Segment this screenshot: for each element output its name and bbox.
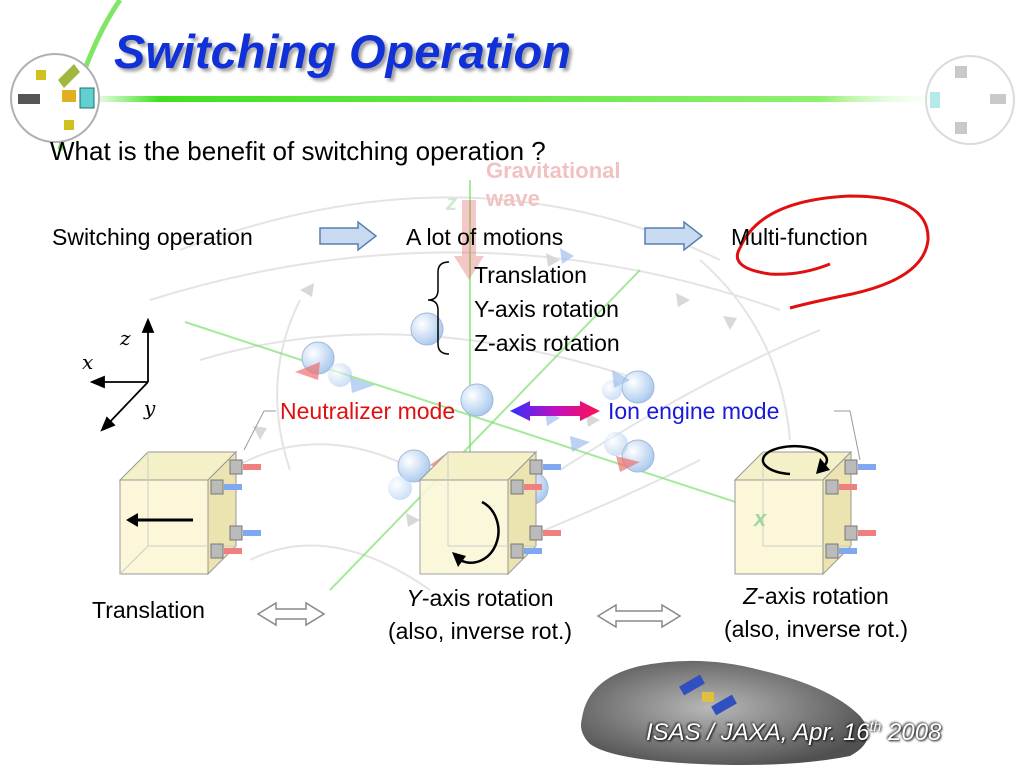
highlight-ring: [735, 194, 930, 310]
neutralizer-mode-label: Neutralizer mode: [280, 398, 456, 424]
double-arrow-magenta: [510, 401, 600, 421]
flow-step-multifunction: Multi-function: [731, 224, 868, 250]
footer-credit: ISAS / JAXA, Apr. 16th 2008: [646, 718, 941, 747]
cube-y-rotation: [418, 450, 561, 576]
gravity-label-2: wave: [486, 186, 540, 211]
field-arrowheads: [253, 253, 737, 527]
field-lines: [149, 196, 821, 591]
footer-prefix: ISAS / JAXA, Apr. 16: [646, 719, 870, 746]
rotation-arrow: [459, 500, 500, 564]
axis-triad: [89, 317, 155, 432]
motion-y-rotation: Y-axis rotation: [474, 296, 619, 322]
motion-z-rotation: Z-axis rotation: [474, 330, 620, 356]
question-text: What is the benefit of switching operati…: [50, 136, 546, 166]
axis-y-label: y: [144, 396, 156, 420]
thrusters: [210, 459, 243, 559]
caption-y-rotation: Y-axis rotation (also, inverse rot.): [356, 582, 604, 648]
axis-x-label: x: [82, 350, 94, 374]
z-rotation-arrow: [761, 444, 829, 476]
axis-z-label: z: [120, 326, 131, 350]
cube-translation: [118, 450, 261, 576]
caption-z-axis-letter: Z: [743, 583, 758, 609]
caption-y-axis-letter: Y: [406, 585, 422, 611]
caption-z-rotation-sub: (also, inverse rot.): [723, 616, 909, 642]
caption-z-rotation-text: -axis rotation: [757, 583, 889, 609]
gravity-arrow: [454, 200, 484, 280]
background-spheres: [301, 312, 655, 505]
caption-y-rotation-text: -axis rotation: [421, 585, 554, 611]
caption-y-rotation-sub: (also, inverse rot.): [387, 618, 573, 644]
satellite-logo-right: [925, 55, 1015, 145]
footer-sup: th: [869, 718, 882, 734]
callout-line-left: [243, 410, 276, 451]
hollow-double-arrow-2: [596, 603, 682, 629]
cube-z-rotation: [733, 444, 876, 576]
curly-brace: [427, 261, 450, 355]
flow-step-switching: Switching operation: [52, 224, 253, 250]
caption-z-rotation: Z-axis rotation (also, inverse rot.): [692, 580, 940, 646]
block-arrow-1: [319, 220, 378, 252]
slide-title: Switching Operation: [114, 25, 571, 78]
ion-engine-mode-label: Ion engine mode: [608, 398, 780, 424]
footer-year: 2008: [881, 719, 942, 746]
bg-z-label: z: [446, 190, 457, 215]
asteroid-satellite: [581, 660, 868, 765]
flow-step-motions: A lot of motions: [406, 224, 564, 250]
title-underline-band: [90, 96, 950, 102]
background-thrust-arrows: [295, 248, 640, 472]
caption-translation: Translation: [92, 597, 205, 623]
callout-line-right: [834, 410, 861, 461]
green-diagonal-2: [329, 269, 641, 591]
satellite-logo-left: [10, 53, 100, 143]
bg-x-label: x: [754, 506, 767, 531]
green-diagonal-1: [184, 321, 761, 511]
gravity-label-1: Gravitational: [486, 158, 621, 183]
motion-translation: Translation: [474, 262, 587, 288]
block-arrow-2: [644, 220, 704, 252]
hollow-double-arrow-1: [256, 601, 326, 627]
